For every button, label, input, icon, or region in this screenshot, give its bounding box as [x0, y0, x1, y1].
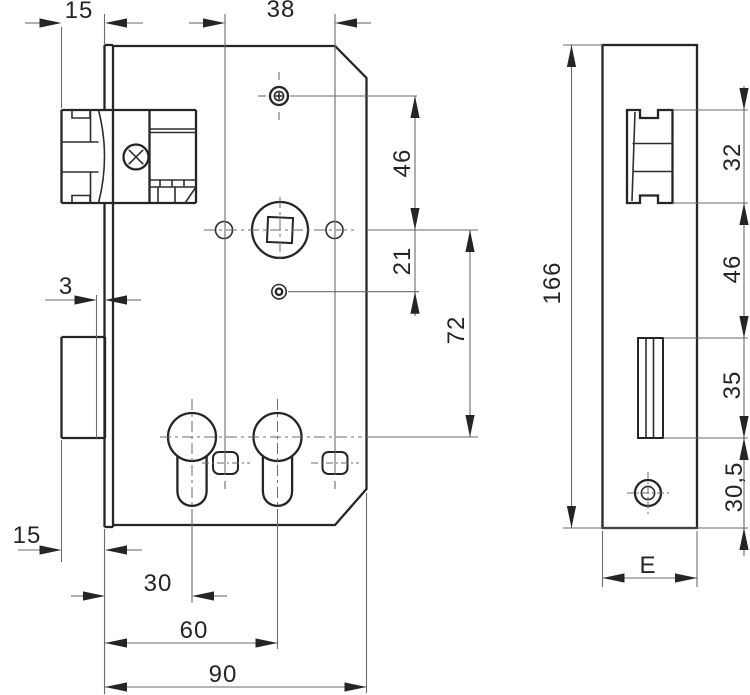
- dim-label-handle-screw-spacing: 38: [267, 0, 296, 23]
- arrowheads: [39, 18, 749, 692]
- faceplate-screw-hole: [627, 472, 669, 514]
- dimension-lines: [18, 14, 748, 694]
- dim-label-deadbolt-height: 35: [719, 371, 746, 400]
- dim-label-spindle-to-hole: 21: [389, 247, 416, 276]
- top-fixing-screw: [268, 85, 290, 107]
- front-view: [60, 43, 368, 529]
- dim-label-deadbolt-protrusion: 15: [13, 522, 42, 549]
- latch-bolt: [60, 108, 196, 205]
- faceplate-side-view: [601, 43, 699, 530]
- dim-label-faceplate-width: E: [639, 552, 656, 579]
- dim-label-deadbolt-to-end: 30,5: [721, 462, 748, 513]
- dimension-labels: 15 38 3 15 30 60 90 E 46 21 72 166 32 46…: [13, 0, 748, 688]
- faceplate-edge: [103, 43, 115, 529]
- latch-adjust-screw: [122, 143, 150, 171]
- centerlines: [160, 72, 362, 518]
- spindle-square-hole: [265, 215, 295, 245]
- deadbolt: [60, 335, 107, 440]
- lock-case-outline: [113, 44, 368, 527]
- cylinder-holes: [166, 411, 303, 507]
- mid-pin-hole: [270, 283, 287, 300]
- dim-label-latch-to-deadbolt: 46: [719, 255, 746, 284]
- dim-label-second-cylinder-backset: 60: [180, 617, 209, 644]
- latch-follower-housing: [122, 110, 198, 204]
- dim-label-faceplate-standout: 3: [59, 273, 73, 300]
- latch-bolt-side: [625, 108, 674, 205]
- dim-label-latch-height: 32: [719, 143, 746, 172]
- dim-label-spindle-to-cylinder: 72: [443, 316, 470, 345]
- dim-label-cylinder-backset: 30: [144, 570, 173, 597]
- dim-label-case-depth: 90: [209, 661, 238, 688]
- deadbolt-slot: [637, 337, 664, 439]
- dim-label-latch-protrusion: 15: [65, 0, 94, 24]
- dim-label-screw-to-spindle: 46: [389, 149, 416, 178]
- dim-label-faceplate-length: 166: [539, 261, 566, 304]
